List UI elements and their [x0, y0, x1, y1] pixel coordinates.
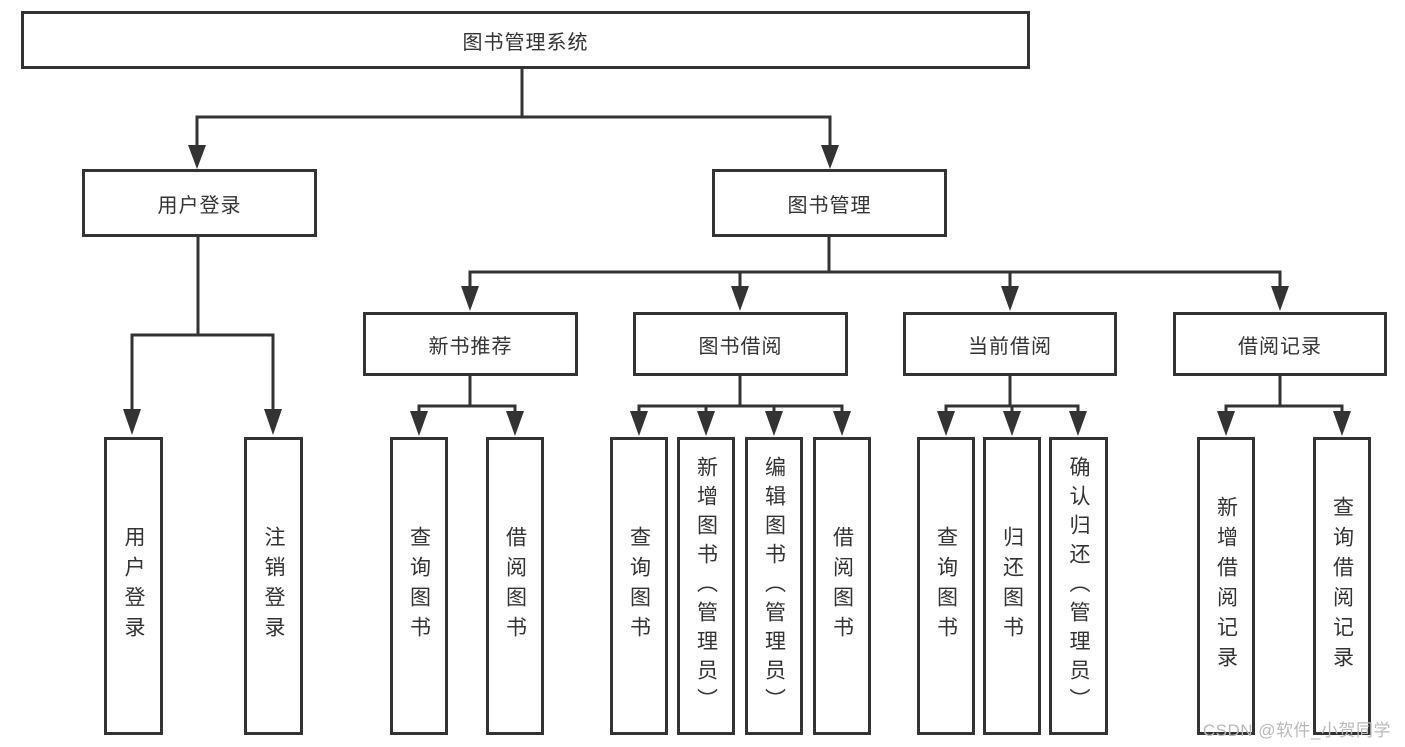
leaf-records-add-label: 新增借阅记录: [1214, 496, 1238, 676]
node-user-login: 用户登录: [82, 169, 317, 237]
leaf-current-confirm: 确认归还（管理员）: [1049, 437, 1108, 735]
leaf-borrow-edit-label: 编辑图书（管理员）: [762, 455, 786, 717]
leaf-borrow-borrow-label: 借阅图书: [830, 526, 854, 646]
node-current-borrow: 当前借阅: [903, 312, 1117, 376]
node-book-borrow-label: 图书借阅: [698, 335, 783, 358]
leaf-current-query-label: 查询图书: [934, 526, 958, 646]
leaf-borrow-query-label: 查询图书: [627, 526, 651, 646]
arrowhead-group: [123, 145, 1351, 436]
node-book-management: 图书管理: [712, 169, 947, 237]
leaf-newbook-borrow: 借阅图书: [486, 437, 544, 735]
leaf-borrow-add-label: 新增图书（管理员）: [694, 455, 718, 717]
leaf-current-query: 查询图书: [917, 437, 975, 735]
node-borrow-records-label: 借阅记录: [1238, 335, 1322, 358]
leaf-logout: 注销登录: [244, 437, 303, 735]
leaf-current-return-label: 归还图书: [1000, 526, 1024, 646]
node-current-borrow-label: 当前借阅: [968, 335, 1052, 358]
leaf-current-return: 归还图书: [983, 437, 1041, 735]
leaf-user-login-label: 用户登录: [122, 526, 145, 646]
node-user-login-label: 用户登录: [157, 194, 242, 217]
node-root: 图书管理系统: [21, 11, 1030, 69]
leaf-borrow-borrow: 借阅图书: [813, 437, 871, 735]
leaf-current-confirm-label: 确认归还（管理员）: [1067, 455, 1090, 717]
node-root-label: 图书管理系统: [462, 31, 589, 54]
node-book-borrow: 图书借阅: [633, 312, 848, 376]
leaf-borrow-query: 查询图书: [610, 437, 668, 735]
node-new-book-recommend-label: 新书推荐: [428, 335, 513, 358]
leaf-newbook-query: 查询图书: [390, 437, 448, 735]
leaf-logout-label: 注销登录: [262, 526, 285, 646]
leaf-borrow-add: 新增图书（管理员）: [677, 437, 735, 735]
node-borrow-records: 借阅记录: [1173, 312, 1387, 376]
watermark: CSDN @软件_小贺同学: [1202, 721, 1391, 740]
leaf-records-query-label: 查询借阅记录: [1330, 496, 1354, 676]
leaf-borrow-edit: 编辑图书（管理员）: [745, 437, 803, 735]
leaf-records-add: 新增借阅记录: [1197, 437, 1255, 735]
leaf-newbook-query-label: 查询图书: [407, 526, 431, 646]
leaf-records-query: 查询借阅记录: [1313, 437, 1371, 735]
leaf-user-login: 用户登录: [104, 437, 163, 735]
node-new-book-recommend: 新书推荐: [363, 312, 578, 376]
node-book-management-label: 图书管理: [787, 194, 872, 217]
leaf-newbook-borrow-label: 借阅图书: [503, 526, 527, 646]
